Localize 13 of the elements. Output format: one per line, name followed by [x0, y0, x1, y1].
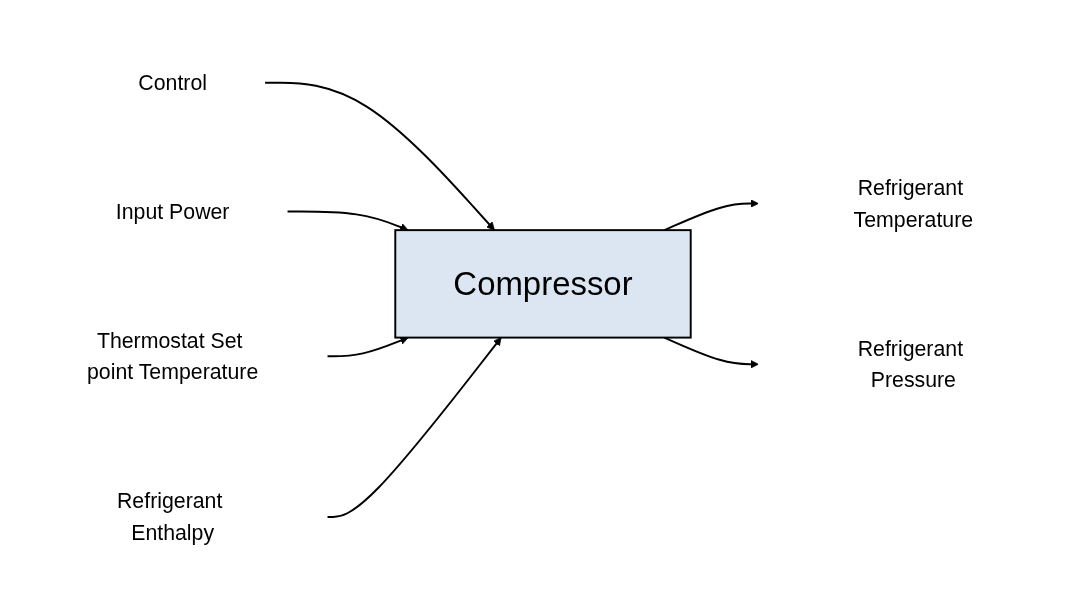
arrow — [663, 199, 759, 232]
arrow — [326, 336, 409, 358]
arrow — [326, 337, 502, 519]
arrow — [264, 81, 495, 231]
node-text: Control — [138, 70, 207, 96]
node-text: Refrigerant Enthalpy — [116, 489, 223, 546]
node-text: Thermostat Set point Temperature — [87, 328, 259, 385]
arrow — [286, 210, 409, 232]
node-box: Compressor — [394, 229, 692, 339]
node-text: Input Power — [115, 199, 230, 224]
arrow — [663, 336, 759, 369]
node-text: Refrigerant Temperature — [853, 175, 974, 232]
node-text: Refrigerant Pressure — [857, 336, 964, 393]
